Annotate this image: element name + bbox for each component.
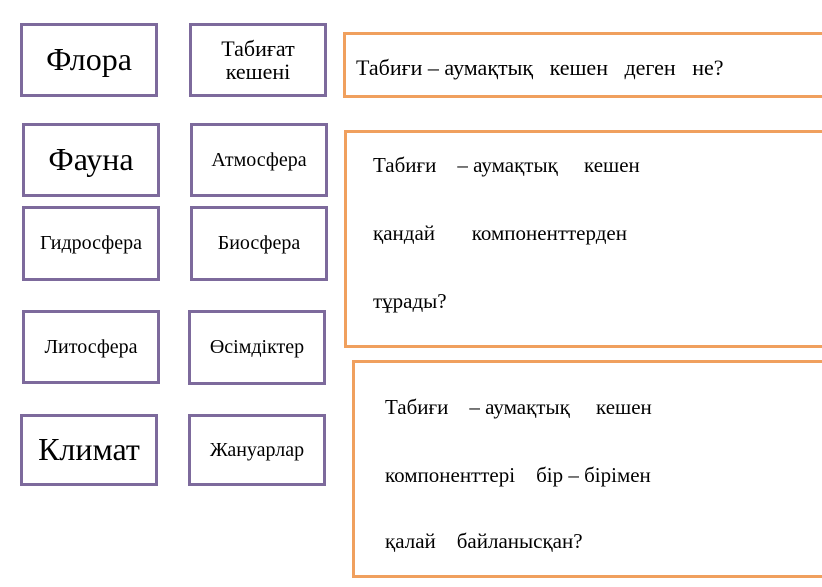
term-label: Климат bbox=[38, 431, 140, 468]
term-card-flora[interactable]: Флора bbox=[20, 23, 158, 97]
term-card-biosphere[interactable]: Биосфера bbox=[190, 206, 328, 281]
question-line: қалай байланысқан? bbox=[385, 529, 583, 553]
question-box-definition: Табиғи – аумақтық кешен деген не? bbox=[343, 32, 822, 98]
term-label: Гидросфера bbox=[39, 232, 142, 254]
question-box-components: Табиғи – аумақтық кешен қандай компонент… bbox=[344, 130, 822, 348]
term-label: Фауна bbox=[48, 141, 134, 178]
term-card-animals[interactable]: Жануарлар bbox=[188, 414, 326, 486]
term-card-plants[interactable]: Өсімдіктер bbox=[188, 310, 326, 385]
term-label: Флора bbox=[46, 41, 132, 78]
term-card-climate[interactable]: Климат bbox=[20, 414, 158, 486]
term-label: Биосфера bbox=[217, 232, 301, 254]
question-line: Табиғи – аумақтық кешен деген не? bbox=[356, 55, 724, 80]
term-card-lithosphere[interactable]: Литосфера bbox=[22, 310, 160, 384]
term-label: Жануарлар bbox=[209, 438, 305, 461]
question-line: тұрады? bbox=[373, 289, 447, 313]
term-label: Атмосфера bbox=[211, 148, 307, 171]
term-card-hydrosphere[interactable]: Гидросфера bbox=[22, 206, 160, 281]
question-box-relations: Табиғи – аумақтық кешен компоненттері бі… bbox=[352, 360, 822, 578]
term-card-fauna[interactable]: Фауна bbox=[22, 123, 160, 197]
question-line: Табиғи – аумақтық кешен bbox=[385, 395, 652, 419]
question-line: Табиғи – аумақтық кешен bbox=[373, 153, 640, 177]
term-card-atmosphere[interactable]: Атмосфера bbox=[190, 123, 328, 197]
question-line: компоненттері бір – бірімен bbox=[385, 463, 651, 487]
term-card-natural-complex[interactable]: Табиғат кешені bbox=[189, 23, 327, 97]
question-line: қандай компоненттерден bbox=[373, 221, 627, 245]
term-label: Өсімдіктер bbox=[209, 336, 305, 358]
term-label: Табиғат кешені bbox=[221, 35, 295, 84]
term-label: Литосфера bbox=[44, 335, 138, 358]
